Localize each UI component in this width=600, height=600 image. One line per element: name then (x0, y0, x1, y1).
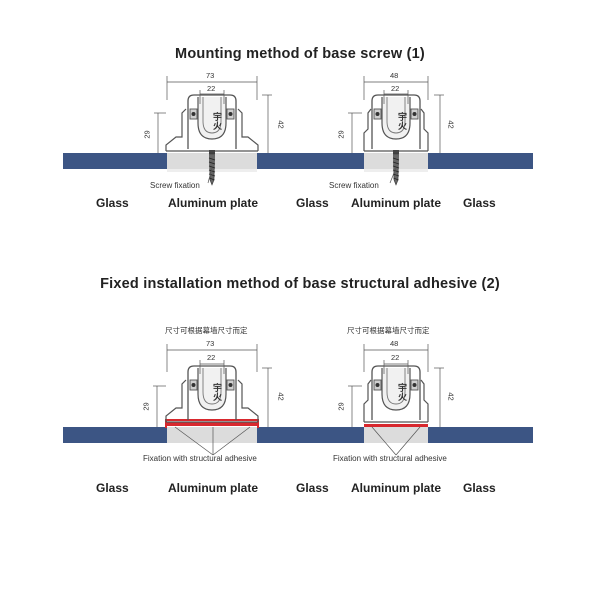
section1-left-screw (208, 149, 216, 186)
section1-right-dim-inner: 22 (391, 84, 400, 93)
section1-label-glass: Glass (463, 196, 496, 210)
section2-label-aluminum: Aluminum plate (168, 481, 259, 495)
section1-right-callout: Screw fixation (329, 181, 379, 190)
section2-right-callout: Fixation with structural adhesive (333, 454, 447, 463)
section1-label-glass: Glass (96, 196, 129, 210)
section1-right-dim-height-right: 42 (446, 120, 456, 129)
section2-label-glass: Glass (96, 481, 129, 495)
section2-left-dim-height-right: 42 (276, 392, 286, 401)
section1-left-dim-height-left: 29 (142, 130, 152, 139)
section2-left-dim-inner: 22 (207, 353, 216, 362)
section1-left-dim-height-right: 42 (276, 120, 286, 129)
logo-mark: 宇火 (396, 112, 406, 130)
section2-label-aluminum: Aluminum plate (351, 481, 442, 495)
section2-right-dim-inner: 22 (391, 353, 400, 362)
section2-aluminum-right (364, 427, 428, 443)
section2-left-callout: Fixation with structural adhesive (143, 454, 257, 463)
section2-left-dim-width: 73 (206, 339, 215, 348)
section1-right-dim-width: 48 (390, 71, 399, 80)
section2-title: Fixed installation method of base struct… (100, 276, 500, 292)
section2-aluminum-left (167, 427, 257, 443)
section1-left-dim-inner: 22 (207, 84, 216, 93)
section2-right-dimensions (348, 344, 444, 456)
section1-right-dim-height-left: 29 (336, 130, 346, 139)
section2-right-dim-height-right: 42 (446, 392, 456, 401)
section1-label-glass: Glass (296, 196, 329, 210)
section1-label-aluminum: Aluminum plate (168, 196, 259, 210)
section2-right-note: 尺寸可根据幕墙尺寸而定 (347, 326, 430, 335)
section1-left-dim-width: 73 (206, 71, 215, 80)
section2-adhesive (165, 419, 428, 428)
section2-label-glass: Glass (463, 481, 496, 495)
section1-title: Mounting method of base screw (1) (175, 46, 425, 62)
section2-label-glass: Glass (296, 481, 329, 495)
section2-left-note: 尺寸可根据幕墙尺寸而定 (165, 326, 248, 335)
section1-right-screw (392, 149, 400, 186)
section2-left-dim-height-left: 29 (141, 402, 151, 411)
section1-label-aluminum: Aluminum plate (351, 196, 442, 210)
section2-left-dimensions (153, 344, 272, 456)
logo-mark: 宇火 (211, 383, 221, 401)
section2-panel-strip (63, 427, 533, 443)
logo-mark: 宇火 (396, 383, 406, 401)
logo-mark: 宇火 (211, 112, 221, 130)
section1-left-callout: Screw fixation (150, 181, 200, 190)
section2-right-dim-width: 48 (390, 339, 399, 348)
section1-right-dimensions (348, 76, 444, 184)
section2-right-dim-height-left: 29 (336, 402, 346, 411)
section1-left-dimensions (154, 76, 272, 184)
section1-panel-strip (63, 153, 533, 172)
